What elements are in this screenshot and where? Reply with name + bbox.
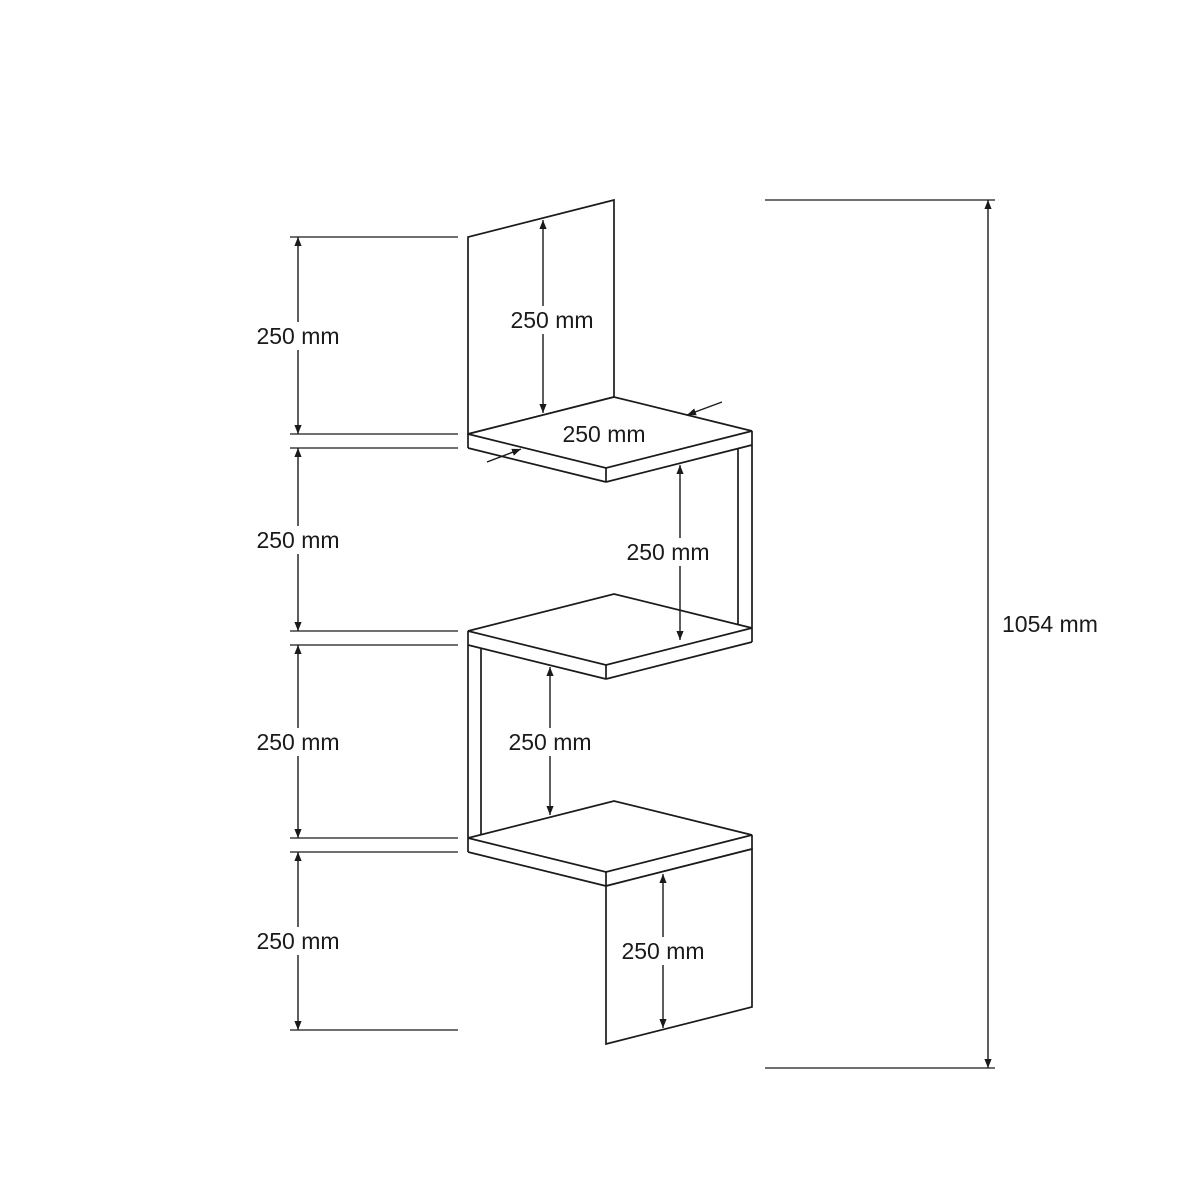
- middle-shelf: [467, 593, 753, 680]
- dim-label-bottom-panel: 250 mm: [617, 937, 709, 965]
- lower-side-panel: [467, 645, 482, 838]
- dim-label-left-3: 250 mm: [252, 728, 344, 756]
- dim-label-total-height: 1054 mm: [1002, 611, 1098, 637]
- shelf-drawing: [467, 198, 753, 1046]
- shelf-depth-leader-front: [486, 448, 522, 463]
- dim-label-left-1-text: 250 mm: [256, 323, 339, 349]
- dimension-labels: 250 mm 250 mm 250 mm 250 mm 250 mm 250 m…: [252, 306, 1098, 965]
- dim-label-lower-gap: 250 mm: [504, 728, 596, 756]
- dim-label-top-panel-text: 250 mm: [510, 307, 593, 333]
- dim-label-left-2: 250 mm: [252, 526, 344, 554]
- dim-label-lower-gap-text: 250 mm: [508, 729, 591, 755]
- dim-label-bottom-panel-text: 250 mm: [621, 938, 704, 964]
- dim-label-upper-gap-text: 250 mm: [626, 539, 709, 565]
- total-height-dimension: [765, 199, 995, 1069]
- dim-label-left-4-text: 250 mm: [256, 928, 339, 954]
- dim-label-left-2-text: 250 mm: [256, 527, 339, 553]
- dim-label-total-height-text: 1054 mm: [1002, 611, 1098, 637]
- dim-label-upper-gap: 250 mm: [622, 538, 714, 566]
- dim-label-shelf-depth-text: 250 mm: [562, 421, 645, 447]
- shelf-depth-leader-back: [686, 401, 723, 416]
- dim-label-left-3-text: 250 mm: [256, 729, 339, 755]
- dim-label-shelf-depth: 250 mm: [558, 420, 650, 448]
- left-extension-lines: [290, 236, 458, 1031]
- upper-side-panel: [737, 445, 753, 628]
- dim-label-left-4: 250 mm: [252, 927, 344, 955]
- dim-label-left-1: 250 mm: [252, 322, 344, 350]
- dim-label-top-panel: 250 mm: [506, 306, 598, 334]
- left-dimension-chain: [290, 236, 458, 1031]
